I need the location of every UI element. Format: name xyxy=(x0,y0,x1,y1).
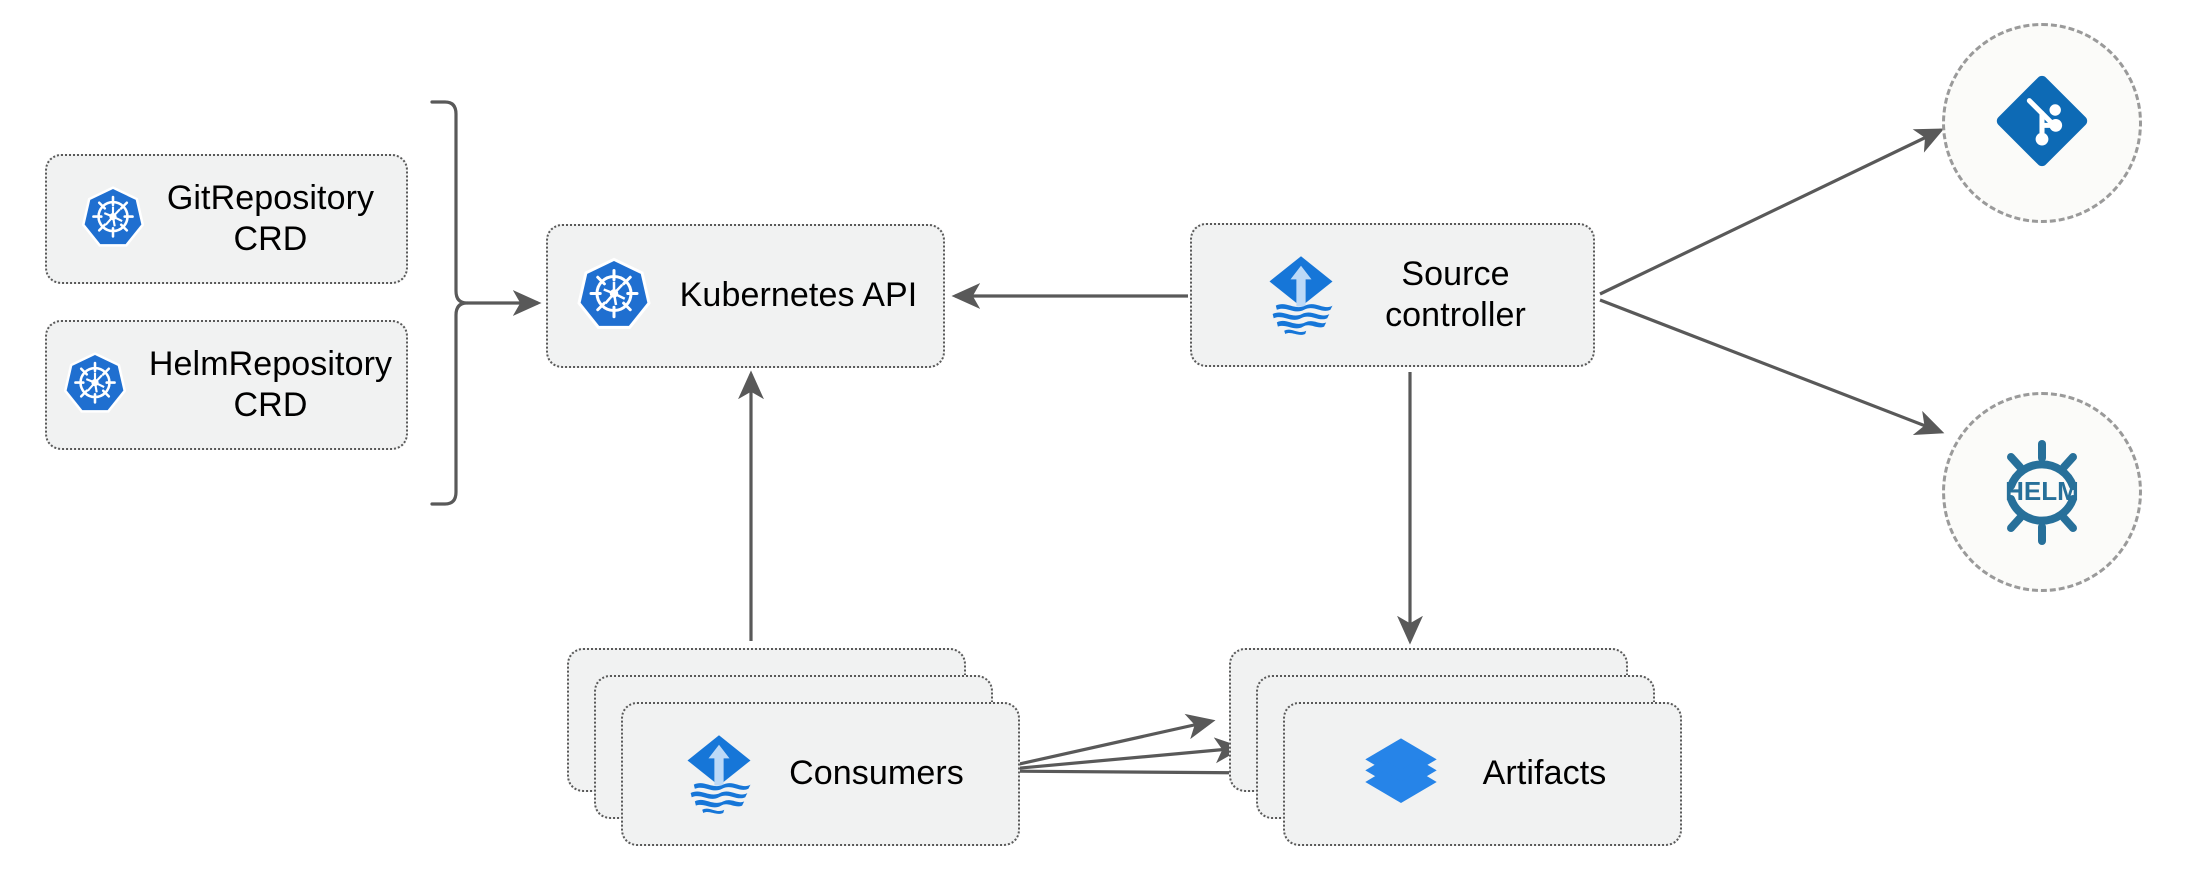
helm-icon: HELM xyxy=(1982,430,2102,555)
crd-group-bracket xyxy=(430,100,469,506)
edge-consumers-to-artifacts-top xyxy=(987,713,1216,773)
node-label: Kubernetes API xyxy=(679,276,918,315)
edge-consumers-to-artifacts-bottom xyxy=(987,759,1272,786)
git-icon xyxy=(1987,66,2097,181)
edge-consumers-to-artifacts-middle xyxy=(987,737,1244,773)
kubernetes-icon xyxy=(574,254,654,339)
node-gitrepository-crd[interactable]: GitRepository CRD xyxy=(45,154,408,284)
edge-source-controller-to-helm xyxy=(1599,298,1945,435)
kubernetes-icon xyxy=(61,349,129,422)
kubernetes-icon xyxy=(79,183,147,256)
node-label: Consumers xyxy=(789,754,964,793)
node-consumers[interactable]: Consumers xyxy=(621,702,1020,846)
node-label: Artifacts xyxy=(1482,754,1607,793)
node-label: GitRepository CRD xyxy=(166,178,375,258)
flux-icon xyxy=(677,730,761,819)
helm-wordmark: HELM xyxy=(2005,476,2079,506)
node-source-controller[interactable]: Source controller xyxy=(1190,223,1595,367)
layers-icon xyxy=(1359,730,1443,819)
node-helmrepository-crd[interactable]: HelmRepository CRD xyxy=(45,320,408,450)
node-helm-registry[interactable]: HELM xyxy=(1942,392,2142,592)
node-kubernetes-api[interactable]: Kubernetes API xyxy=(546,224,945,368)
node-label: Source controller xyxy=(1385,254,1526,334)
node-label: HelmRepository CRD xyxy=(148,344,393,424)
flux-icon xyxy=(1259,251,1343,340)
node-artifacts[interactable]: Artifacts xyxy=(1283,702,1682,846)
edge-source-controller-to-git xyxy=(1599,128,1945,296)
node-git-provider[interactable] xyxy=(1942,23,2142,223)
